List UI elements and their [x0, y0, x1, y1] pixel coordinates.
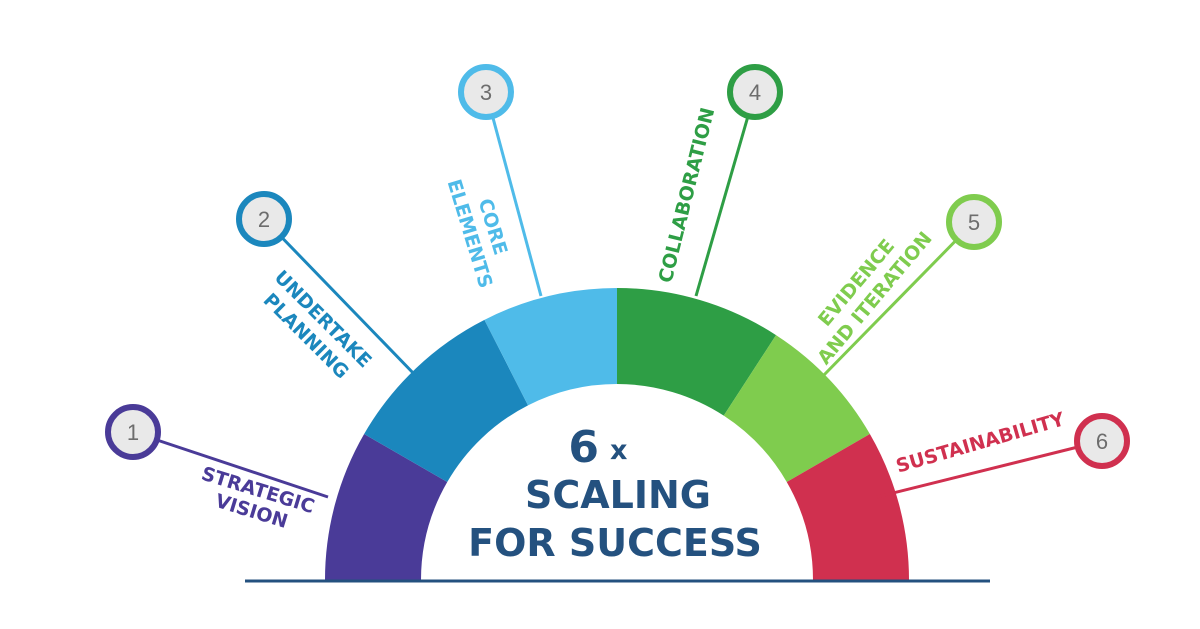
arc-segment-5 — [723, 335, 870, 482]
connector-line-1 — [132, 430, 329, 499]
pin-circle-2 — [236, 191, 292, 247]
title-count: 6 — [568, 422, 599, 473]
arc-segment-6 — [786, 434, 909, 580]
pin-number-4: 4 — [749, 80, 761, 105]
pin-number-5: 5 — [968, 210, 980, 235]
pin-circle-3 — [458, 64, 514, 120]
title-line-2: FOR SUCCESS — [468, 521, 762, 565]
step-label-line: SUSTAINABILITY — [894, 408, 1068, 477]
connector-line-3 — [484, 91, 543, 297]
title-multiplier: x — [610, 435, 627, 466]
pin-circle-6 — [1074, 413, 1130, 469]
pin-number-6: 6 — [1096, 429, 1108, 454]
pin-number-1: 1 — [127, 420, 139, 445]
arc-segment-3 — [484, 288, 617, 406]
arc-segments — [325, 288, 909, 580]
pin-circle-5 — [946, 194, 1002, 250]
step-label-6: SUSTAINABILITY — [894, 408, 1068, 477]
pin-number-3: 3 — [480, 80, 492, 105]
pin-number-2: 2 — [258, 207, 270, 232]
title-line-1: SCALING — [525, 473, 711, 517]
center-title: 6 x SCALING FOR SUCCESS — [468, 422, 762, 565]
step-label-line: COLLABORATION — [655, 105, 720, 285]
pin-circle-1 — [105, 404, 161, 460]
connectors: 1 2 3 4 5 6 — [105, 64, 1130, 499]
connector-line-2 — [262, 217, 419, 379]
connector-line-4 — [694, 91, 757, 297]
connector-line-5 — [820, 220, 976, 379]
arc-segment-1 — [325, 434, 448, 580]
arc-segment-2 — [364, 319, 529, 482]
arc-segment-4 — [617, 288, 777, 416]
step-label-4: COLLABORATION — [655, 105, 720, 285]
pin-circle-4 — [727, 64, 783, 120]
connector-line-6 — [876, 439, 1103, 499]
